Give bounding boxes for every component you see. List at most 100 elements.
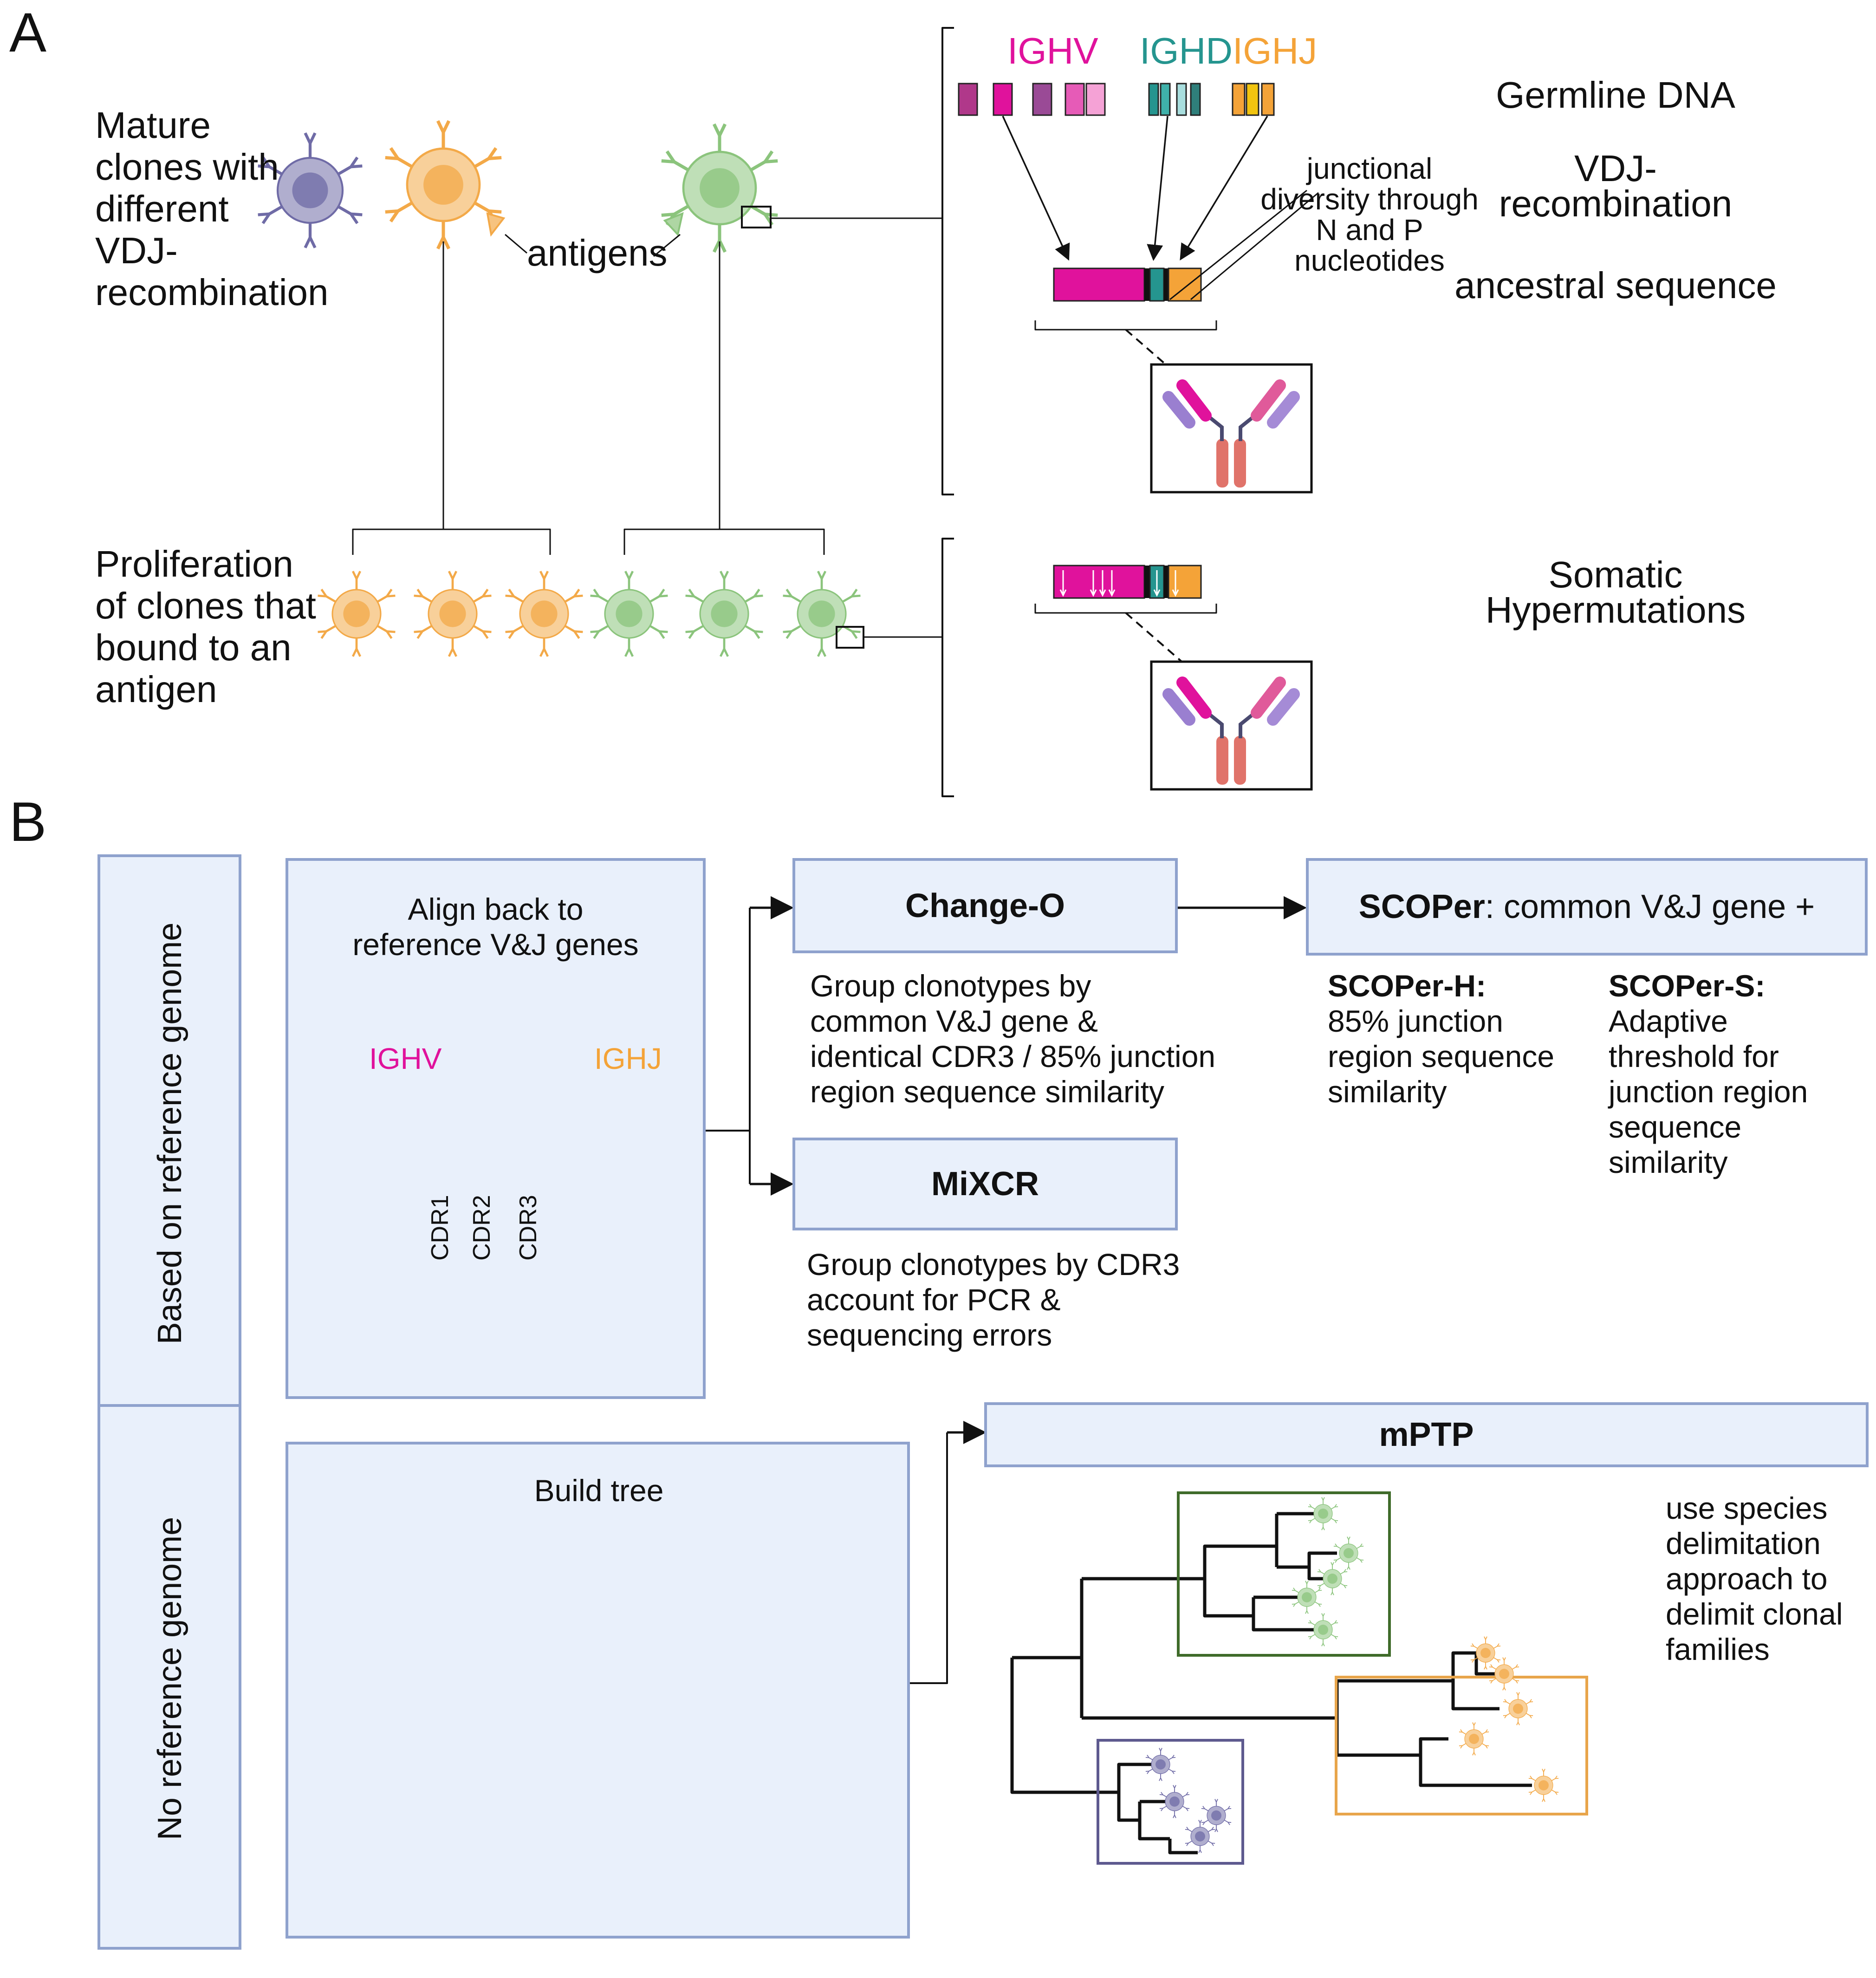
antibody-arm	[1472, 1643, 1474, 1647]
proliferated-cell-orange	[318, 571, 396, 657]
antibody-arm	[1335, 1559, 1337, 1563]
antibody-arm	[1334, 1636, 1337, 1640]
antibody-stem	[474, 201, 490, 213]
antibody-stem	[564, 595, 575, 603]
antibody-arm	[1321, 1497, 1324, 1501]
mptp-leaf-cell-orange	[1503, 1692, 1533, 1725]
bracket-proliferated	[941, 538, 954, 797]
mutation-arrowhead	[1099, 589, 1106, 597]
lineage-bracket-green	[623, 528, 825, 555]
antibody-stem	[1224, 1808, 1228, 1811]
cell-nucleus	[1169, 1796, 1180, 1807]
antibody-stem	[1207, 1841, 1212, 1844]
mptp-leaf-cell-green	[1308, 1497, 1338, 1530]
antibody-stem	[1311, 1634, 1316, 1637]
antibody-arm	[1305, 1610, 1307, 1614]
antibody-arm	[665, 150, 675, 163]
antibody-arm	[1201, 1822, 1205, 1823]
antibody-stem	[1512, 1678, 1516, 1681]
mature-cell-orange	[385, 120, 502, 250]
antibody-arm	[320, 588, 327, 597]
antibody-arm	[1348, 1536, 1350, 1540]
mature-cell-purple	[258, 132, 363, 248]
antibody-arm	[258, 164, 270, 169]
germline-j-gene	[1246, 83, 1259, 116]
antibody-variable-heavy	[1251, 677, 1286, 719]
antibody-variable-heavy	[1176, 379, 1212, 422]
antibody-arm	[573, 631, 580, 639]
antibody-arm	[386, 588, 393, 597]
antibody-stem	[474, 157, 490, 169]
mptp-leaf-cell-purple	[1159, 1785, 1190, 1818]
antibody-arm	[351, 648, 358, 657]
antibody-light-chain	[1162, 391, 1195, 429]
antibody-arm	[712, 123, 721, 137]
mptp-tree-green-leaf	[1252, 1597, 1314, 1632]
antibody-arm	[1173, 1785, 1175, 1789]
proliferated-cell-green	[685, 571, 763, 657]
recombination-arrow-j	[1180, 116, 1268, 260]
antibody-arm	[1332, 1592, 1334, 1595]
antibody-arm	[688, 631, 695, 639]
germline-dna-label: Germline DNA	[1496, 74, 1735, 116]
antibody-arm	[1172, 1770, 1175, 1774]
cell-nucleus	[1499, 1669, 1509, 1679]
antibody-arm	[1161, 1808, 1163, 1811]
germline-d-gene	[1190, 83, 1201, 116]
antibody-arm	[1485, 1666, 1487, 1670]
antigen-pointer-left	[505, 234, 527, 254]
antibody-arm	[1227, 1822, 1230, 1825]
antibody-arm	[785, 631, 792, 639]
antibody-stem	[422, 595, 433, 603]
antibody-arm	[309, 132, 317, 144]
germline-v-gene	[958, 83, 978, 116]
cell-nucleus	[1513, 1704, 1523, 1714]
antibody-stem	[338, 205, 352, 215]
antibody-stem	[513, 625, 524, 632]
antibody-stem	[513, 595, 524, 603]
antibody-stem	[693, 625, 704, 632]
antibody-arm	[448, 571, 454, 579]
connector-tree-to-mptp	[910, 1432, 948, 1684]
germline-d-gene	[1148, 83, 1159, 116]
antibody-arm	[624, 571, 630, 579]
proliferated-cell-orange	[505, 571, 583, 657]
antibody-arm	[1360, 1559, 1364, 1561]
antibody-arm	[1186, 1808, 1188, 1811]
antibody-arm	[1202, 1822, 1205, 1825]
antibody-stem	[1474, 1646, 1478, 1649]
antibody-arm	[1485, 1745, 1488, 1749]
antibody-arm	[1172, 1755, 1175, 1758]
antibody-arm	[1334, 1504, 1337, 1508]
recombination-arrow-d	[1147, 116, 1168, 261]
antibody-arm	[482, 631, 489, 639]
mutation-arrowhead	[1059, 589, 1067, 597]
scoper-box[interactable]: SCOPer: common V&J gene +	[1306, 858, 1868, 956]
antibody-stem	[1331, 1634, 1335, 1637]
antibody-arm	[309, 237, 317, 248]
antibody-arm	[451, 571, 458, 579]
mptp-box[interactable]: mPTP	[984, 1402, 1869, 1467]
antibody-arm	[1542, 1769, 1544, 1772]
antibody-stem	[1337, 1546, 1341, 1549]
antibody-arm	[483, 630, 492, 633]
antibody-arm	[1306, 1581, 1309, 1584]
mixcr-box[interactable]: MiXCR	[792, 1138, 1178, 1230]
antibody-arm	[304, 132, 312, 144]
antibody-stem	[1532, 1789, 1536, 1793]
mptp-cluster-orange	[1335, 1676, 1588, 1815]
antibody-arm	[1516, 1692, 1519, 1696]
antibody-arm	[318, 630, 326, 633]
antibody-stem	[1168, 1757, 1173, 1760]
antibody-heavy-chain-fc	[1234, 736, 1246, 785]
antibody-arm	[1529, 1699, 1532, 1703]
antibody-arm	[389, 147, 399, 160]
antibody-arm	[1360, 1546, 1364, 1547]
changeo-box[interactable]: Change-O	[792, 858, 1178, 953]
antibody-arm	[1347, 1536, 1349, 1540]
recombined-vdj-mutated	[1053, 565, 1202, 599]
antibody-arm	[1305, 1581, 1307, 1584]
antibody-arm	[1306, 1610, 1309, 1614]
antibody-arm	[448, 648, 454, 657]
germline-d-gene	[1160, 83, 1171, 116]
